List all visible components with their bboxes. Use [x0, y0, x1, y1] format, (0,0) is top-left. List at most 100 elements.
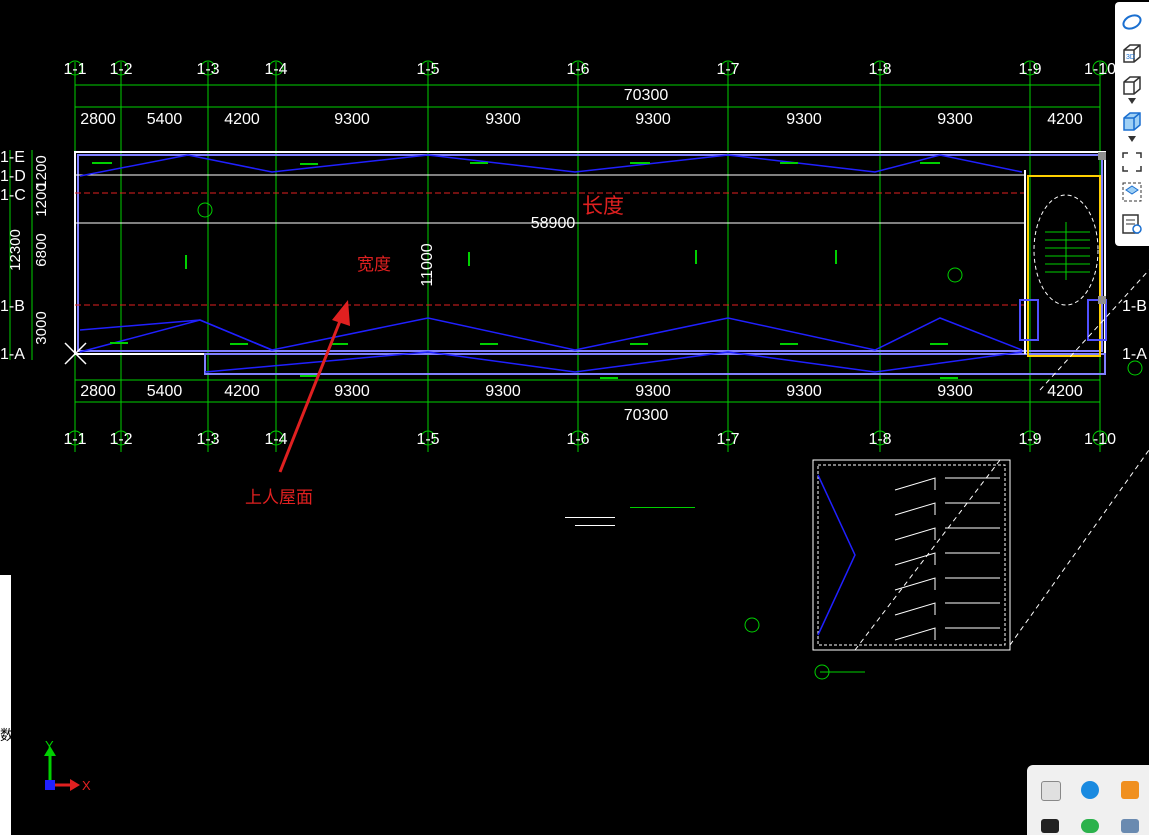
cloud-icon[interactable] — [1081, 781, 1099, 799]
dimension-lines — [9, 84, 1100, 403]
stair-block — [1019, 152, 1107, 357]
grid-axis-label: 1-9 — [1018, 431, 1041, 448]
grid-bubble — [268, 60, 284, 76]
grid-axis-label: 1-9 — [1018, 61, 1041, 78]
width-dimension-text: 11000 — [419, 243, 436, 286]
building-outline — [74, 151, 1106, 375]
row-label-1-C: 1-C — [0, 187, 26, 204]
grid-axis-label: 1-3 — [196, 431, 219, 448]
annotation-width-label: 宽度 — [357, 255, 391, 274]
box-select-icon[interactable] — [1120, 180, 1144, 204]
grid-axis-label: 1-10 — [1084, 431, 1116, 448]
bay-dimension-label: 4200 — [1047, 383, 1083, 400]
right-row-labels: 1-B 1-A — [1122, 298, 1147, 363]
row-label-1-D: 1-D — [0, 168, 26, 185]
roof-drainage-lines — [79, 154, 1023, 373]
printer-icon[interactable] — [1121, 819, 1139, 833]
grid-axis-label: 1-7 — [716, 431, 739, 448]
grid-axis-label: 1-3 — [196, 61, 219, 78]
bay-dimension-label: 5400 — [147, 383, 183, 400]
axis-x-label: X — [82, 778, 91, 793]
chevron-down-icon-2[interactable] — [1120, 134, 1144, 144]
grid-axis-label: 1-4 — [264, 431, 287, 448]
bay-dimension-label: 9300 — [635, 111, 671, 128]
grid-axis-label: 1-8 — [868, 431, 891, 448]
grid-bubble — [420, 430, 436, 446]
grid-bubble — [720, 430, 736, 446]
left-row-labels: 1-E 1-D 1-C 1-B 1-A — [0, 149, 26, 363]
bay-dimension-label: 4200 — [224, 383, 260, 400]
grid-axis-label: 1-1 — [63, 431, 86, 448]
grid-axis-label: 1-1 — [63, 61, 86, 78]
grid-axis-label: 1-7 — [716, 61, 739, 78]
grid-axis-label: 1-10 — [1084, 61, 1116, 78]
svg-text:6800: 6800 — [33, 233, 50, 266]
annotation-length-label: 长度 — [582, 195, 624, 218]
bay-dimension-label: 9300 — [937, 111, 973, 128]
grid-bubble — [1022, 60, 1038, 76]
annotation-roof-label: 上人屋面 — [245, 488, 313, 507]
wechat-icon[interactable] — [1081, 819, 1099, 833]
grid-bubble — [1092, 430, 1108, 446]
view-cube-icon[interactable] — [1120, 74, 1144, 98]
orbit-icon[interactable] — [1120, 10, 1144, 34]
row-label-right-1-A: 1-A — [1122, 346, 1147, 363]
zoom-extents-icon[interactable] — [1120, 150, 1144, 174]
left-dimensions: 1200 1200 12300 6800 3000 — [7, 155, 50, 344]
bay-dimension-label: 9300 — [786, 383, 822, 400]
length-dimension-text: 58900 — [531, 215, 576, 232]
grid-bubble — [200, 60, 216, 76]
grid-bubble — [570, 60, 586, 76]
bay-dimension-label: 9300 — [937, 383, 973, 400]
svg-text:1200: 1200 — [33, 183, 50, 216]
grid-bubble — [720, 60, 736, 76]
left-panel: 数 — [0, 575, 14, 835]
left-panel-text: 数 — [0, 727, 14, 743]
detail-drawing — [565, 269, 1149, 680]
bay-dimension-label: 2800 — [80, 383, 116, 400]
grid-bubble — [200, 430, 216, 446]
chevron-down-icon[interactable] — [1120, 96, 1144, 106]
grid-axis-label: 1-2 — [109, 431, 132, 448]
grid-app-icon[interactable] — [1041, 819, 1059, 833]
grid-bubble — [1022, 430, 1038, 446]
bay-dimension-label: 4200 — [224, 111, 260, 128]
3d-view-icon[interactable]: 3D — [1120, 42, 1144, 66]
axis-y-label: Y — [45, 738, 54, 753]
view-toolbar: 3D — [1115, 2, 1149, 246]
bay-dimension-label: 9300 — [635, 383, 671, 400]
bay-dimension-label: 9300 — [485, 111, 521, 128]
svg-text:1200: 1200 — [33, 155, 50, 188]
row-label-1-E: 1-E — [0, 149, 25, 166]
vpn-icon[interactable] — [1041, 781, 1061, 801]
bay-dimension-label: 4200 — [1047, 111, 1083, 128]
grid-axis-label: 1-2 — [109, 61, 132, 78]
row-label-1-B: 1-B — [0, 298, 25, 315]
grid-bubble — [420, 60, 436, 76]
shaded-cube-icon[interactable] — [1120, 110, 1144, 134]
grid-bubble — [67, 60, 83, 76]
bay-dimension-label: 5400 — [147, 111, 183, 128]
row-label-1-A: 1-A — [0, 346, 25, 363]
cursor-crosshair — [64, 342, 87, 365]
annotation-arrow — [278, 300, 350, 473]
bay-dimension-label: 9300 — [786, 111, 822, 128]
grid-bubble — [268, 430, 284, 446]
grid-bubble — [570, 430, 586, 446]
bay-dimension-label: 9300 — [334, 383, 370, 400]
app-icon[interactable] — [1121, 781, 1139, 799]
grid-bubble — [113, 430, 129, 446]
grid-bubble — [1092, 60, 1108, 76]
grid-axis-label: 1-8 — [868, 61, 891, 78]
svg-text:12300: 12300 — [7, 229, 24, 271]
properties-icon[interactable] — [1120, 212, 1144, 236]
annotation-marks — [92, 162, 1143, 379]
row-label-right-1-B: 1-B — [1122, 298, 1147, 315]
grid-bubble — [872, 430, 888, 446]
bay-dimension-label: 2800 — [80, 111, 116, 128]
svg-text:3000: 3000 — [33, 311, 50, 344]
ucs-axis-icon: Y X — [44, 738, 91, 793]
total-length-top: 70300 — [624, 87, 669, 104]
